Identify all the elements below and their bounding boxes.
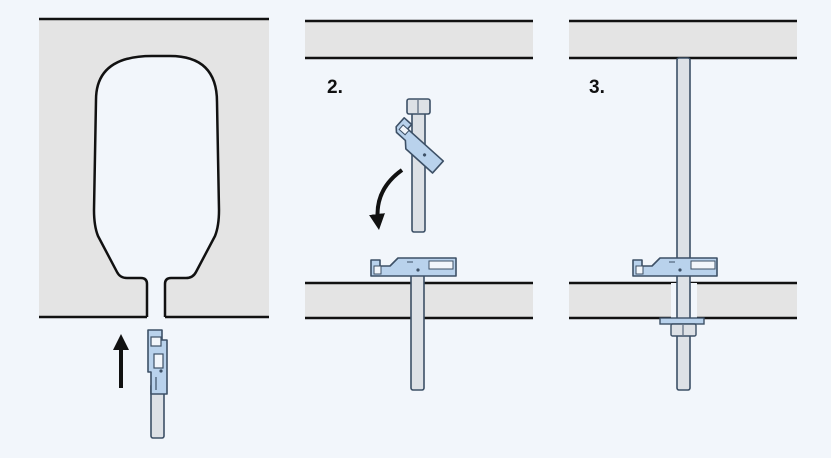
step-3-rod: [676, 57, 691, 391]
step-2-lower-rod: [410, 271, 425, 391]
step-2-rotating-clip: [395, 117, 445, 174]
step-2-ceiling-top: [305, 19, 533, 60]
step-3-ceiling-top: [569, 19, 797, 60]
keyhole-slot-outline: [92, 54, 221, 317]
curved-arrow-down-icon: [369, 168, 404, 230]
step-2-number: 2.: [327, 77, 343, 98]
step-3-clip: [632, 257, 718, 277]
step-2-clip-on-panel: [370, 257, 457, 277]
step-3-nut: [659, 317, 705, 337]
step-3-number: 3.: [589, 77, 605, 98]
step-1-clip: [147, 329, 168, 395]
